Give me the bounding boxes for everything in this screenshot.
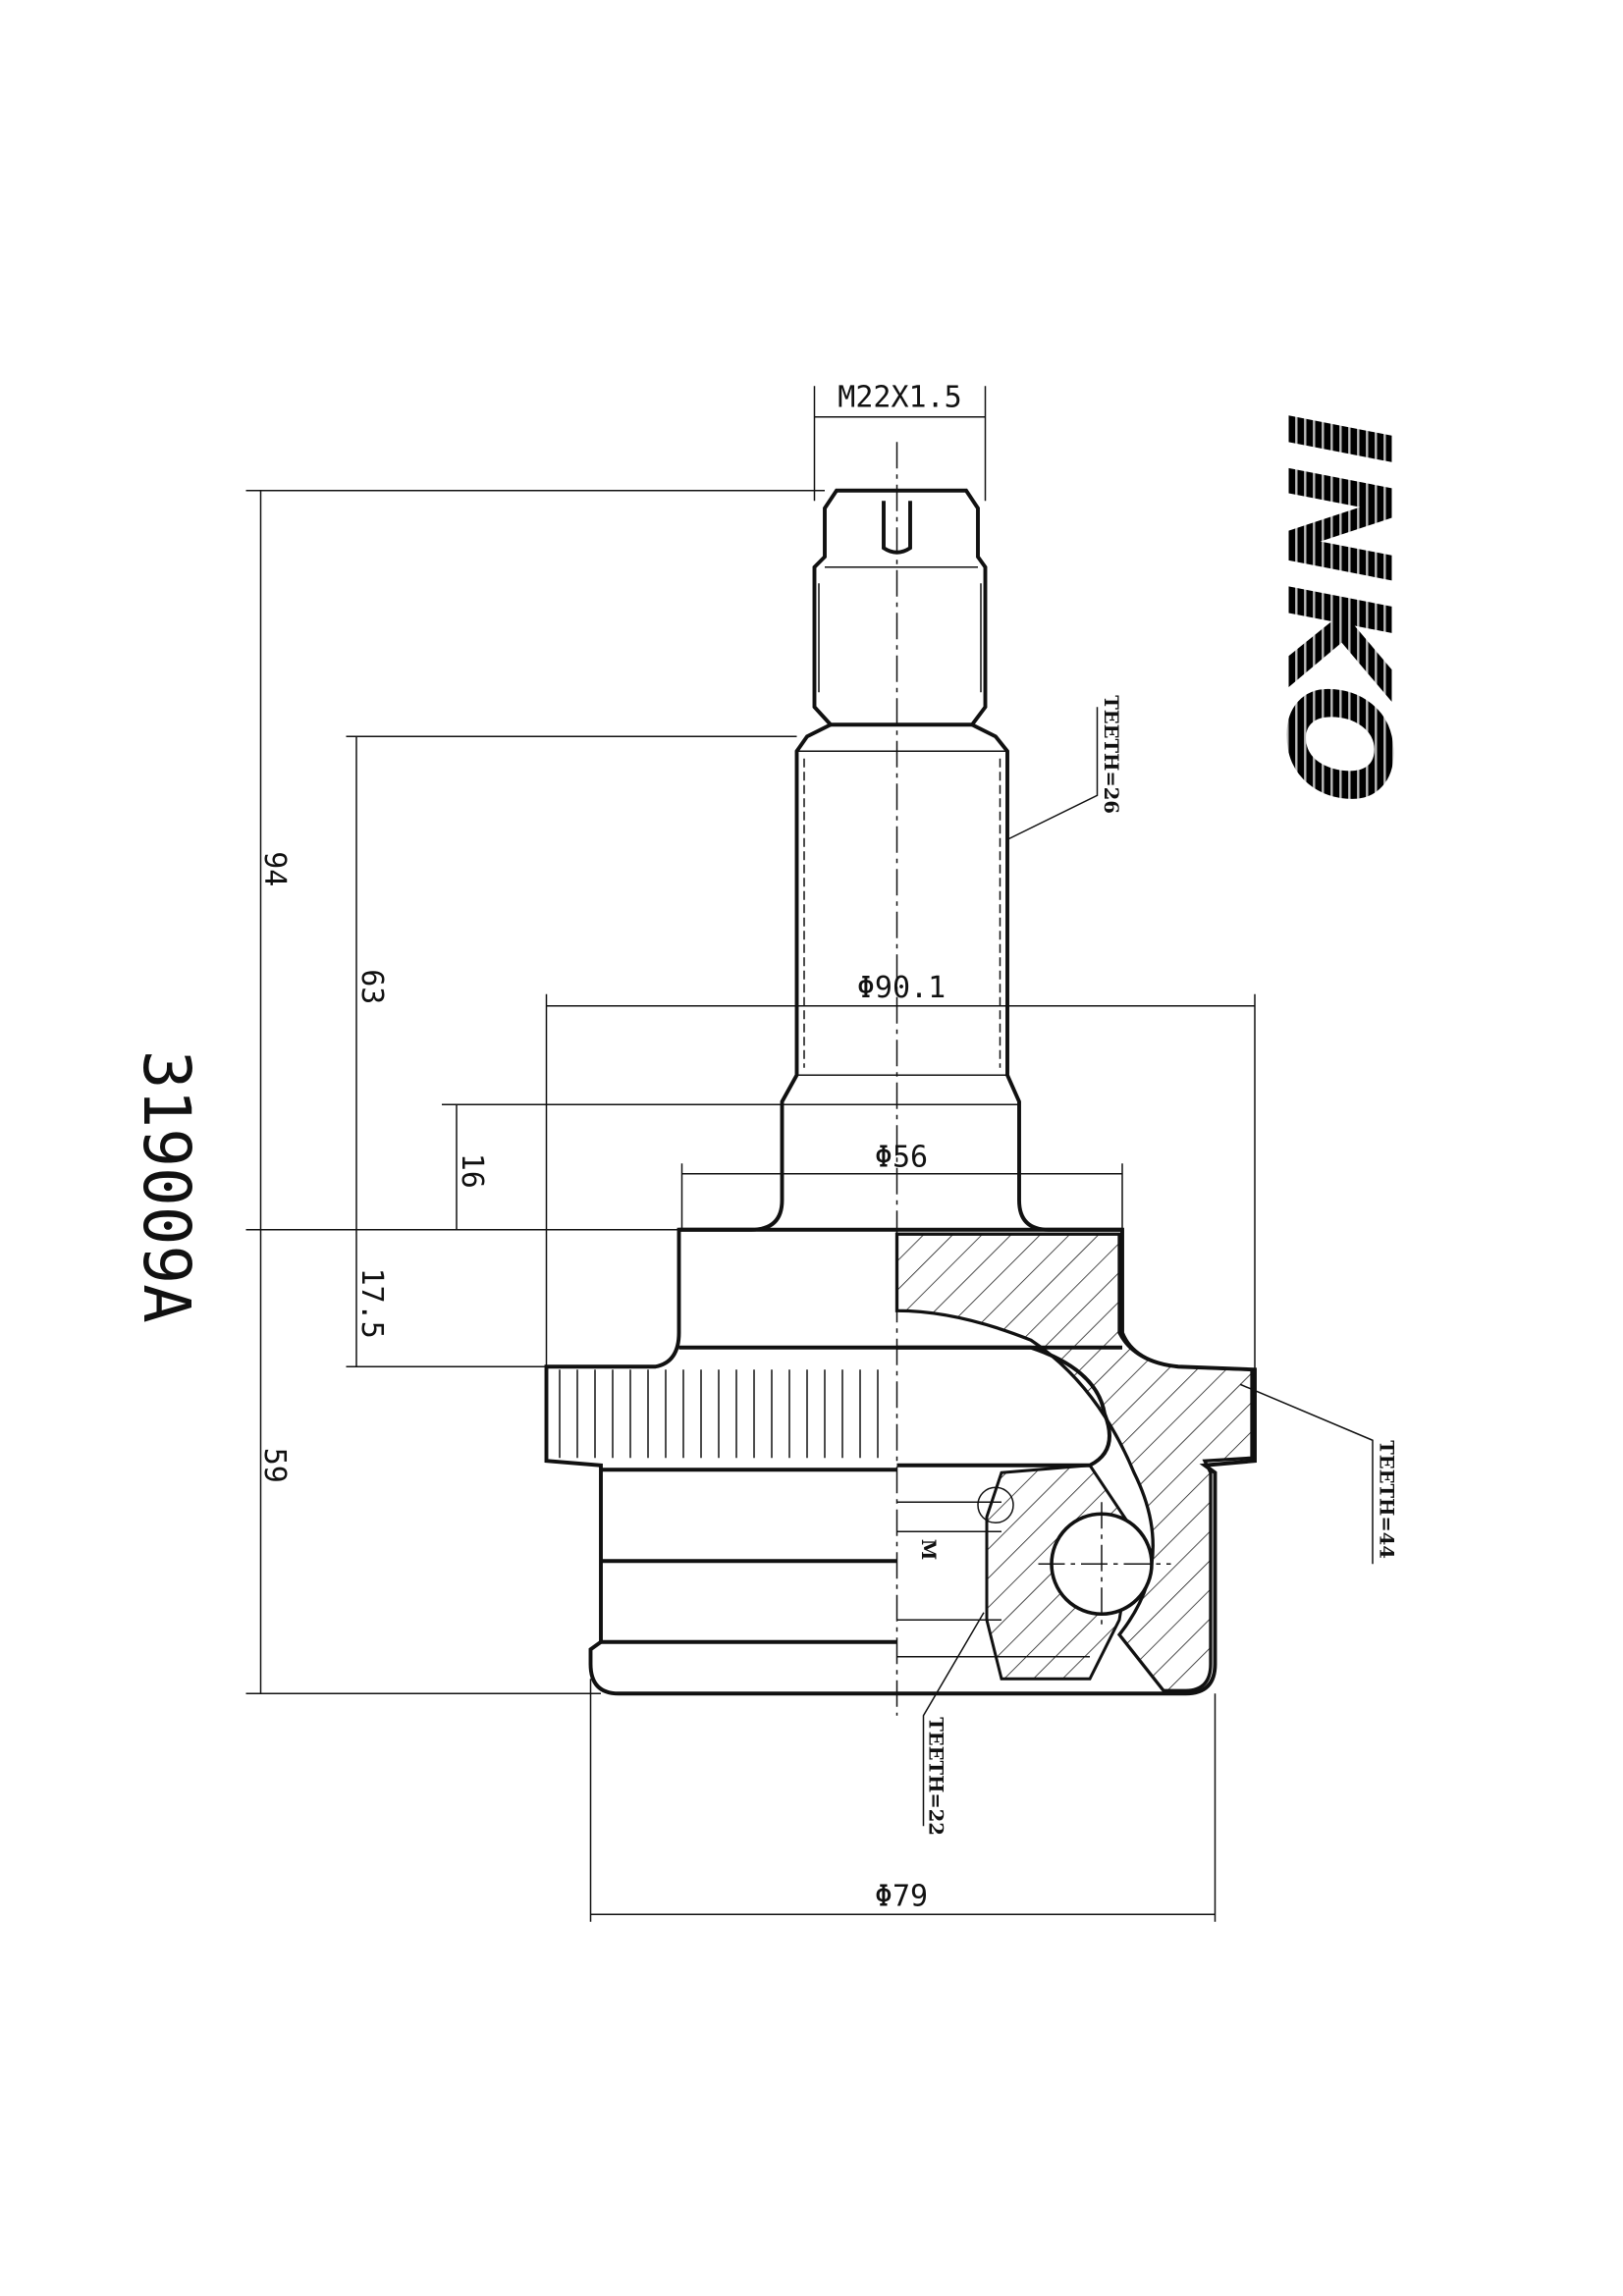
callout-inner-teeth: TEETH=22 bbox=[922, 1612, 985, 1836]
svg-text:17.5: 17.5 bbox=[354, 1268, 389, 1339]
detail-mark-label: M bbox=[917, 1539, 940, 1561]
section-view: M bbox=[894, 1232, 1254, 1692]
svg-text:16: 16 bbox=[455, 1153, 489, 1189]
svg-text:TEETH=44: TEETH=44 bbox=[1376, 1440, 1398, 1559]
callout-abs-ring-teeth: TEETH=44 bbox=[1239, 1383, 1398, 1565]
dim-overall-length: 94 bbox=[245, 489, 825, 1231]
dim-flange-diameter: Φ56 bbox=[680, 1140, 1123, 1230]
svg-text:Φ56: Φ56 bbox=[875, 1140, 928, 1174]
svg-text:94: 94 bbox=[257, 851, 292, 886]
svg-text:63: 63 bbox=[354, 969, 389, 1004]
part-number: 319009A bbox=[129, 1050, 204, 1323]
svg-text:M22X1.5: M22X1.5 bbox=[838, 380, 961, 414]
brand-logo: INKO bbox=[1256, 412, 1421, 804]
dim-thread: M22X1.5 bbox=[813, 380, 987, 502]
abs-ring-teeth bbox=[559, 1369, 879, 1459]
svg-text:59: 59 bbox=[257, 1448, 292, 1483]
threaded-stub bbox=[812, 488, 988, 727]
svg-text:TEETH=26: TEETH=26 bbox=[1100, 695, 1122, 814]
svg-text:TEETH=22: TEETH=22 bbox=[925, 1717, 947, 1836]
callout-shaft-teeth: TEETH=26 bbox=[1006, 695, 1122, 840]
dim-collar-length: 16 bbox=[442, 1103, 783, 1230]
dim-shaft-length: 63 bbox=[346, 735, 797, 1230]
dim-abs-ring-diameter: Φ90.1 bbox=[545, 971, 1256, 1459]
dim-body-diameter: Φ79 bbox=[589, 1679, 1217, 1922]
dim-flange-length: 17.5 bbox=[346, 1229, 547, 1367]
dim-body-length: 59 bbox=[245, 1229, 601, 1694]
svg-text:Φ90.1: Φ90.1 bbox=[857, 971, 946, 1005]
svg-text:Φ79: Φ79 bbox=[875, 1879, 928, 1913]
